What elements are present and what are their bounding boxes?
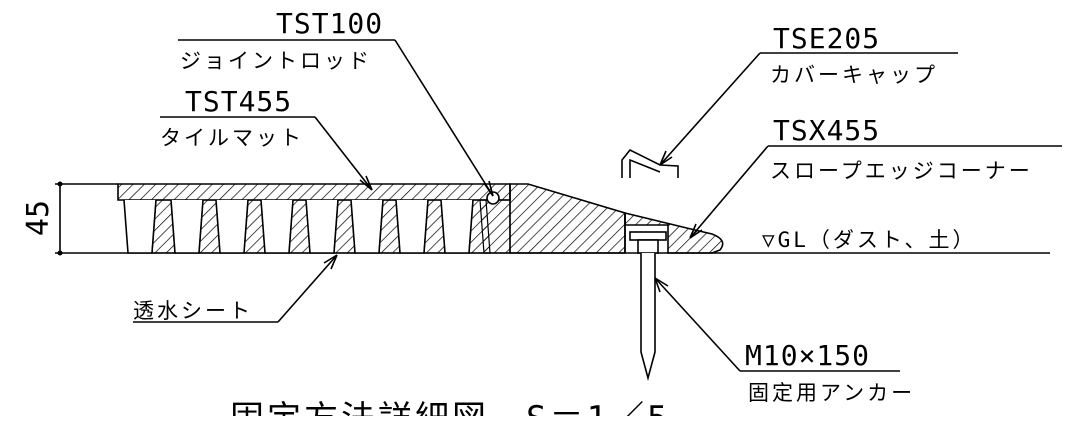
tile-mat-code: TST455: [185, 85, 292, 118]
tile-mat-leg: [395, 199, 429, 254]
slope-edge-tip: [624, 211, 724, 254]
anchor-code: M10×150: [745, 339, 870, 372]
tile-mat-name: タイルマット: [160, 126, 304, 150]
permeable-sheet-name: 透水シート: [133, 299, 253, 323]
cover-cap-drawing: [621, 148, 679, 178]
joint-rod-section: [486, 191, 500, 205]
tile-mat-end-wall: [479, 199, 511, 254]
tile-mat-leg: [305, 199, 339, 254]
thickness-value: 45: [21, 200, 56, 236]
anchor-name: 固定用アンカー: [748, 381, 915, 405]
callout-joint-rod: TST100 ジョイントロッド: [178, 7, 494, 197]
tile-mat-section: [117, 183, 511, 254]
tile-mat-leg: [440, 199, 474, 254]
joint-rod-code: TST100: [276, 7, 383, 40]
callout-slope-edge: TSX455 スロープエッジコーナー: [689, 114, 1062, 239]
tile-mat-leg: [350, 199, 384, 254]
anchor-bolt: [629, 231, 667, 382]
tile-mat-leg: [123, 199, 157, 254]
slope-edge-code: TSX455: [773, 114, 880, 147]
callout-cover-cap: TSE205 カバーキャップ: [659, 22, 958, 166]
callout-tile-mat: TST455 タイルマット: [160, 85, 373, 191]
joint-rod-name: ジョイントロッド: [180, 49, 372, 73]
cover-cap-name: カバーキャップ: [770, 63, 938, 87]
drawing-title: 固定方法詳細図 S＝1／5: [230, 399, 670, 416]
slope-edge-name: スロープエッジコーナー: [770, 159, 1033, 183]
callout-permeable-sheet: 透水シート: [133, 254, 338, 323]
tile-mat-leg: [215, 199, 249, 254]
ground-level-label: ▽GL（ダスト、土）: [762, 228, 977, 252]
tile-mat-leg: [260, 199, 294, 254]
thickness-dimension: 45: [21, 181, 118, 256]
slope-edge-block: [509, 183, 626, 254]
cover-cap-code: TSE205: [773, 22, 880, 55]
tile-mat-leg: [170, 199, 204, 254]
callout-anchor: M10×150 固定用アンカー: [654, 277, 915, 405]
